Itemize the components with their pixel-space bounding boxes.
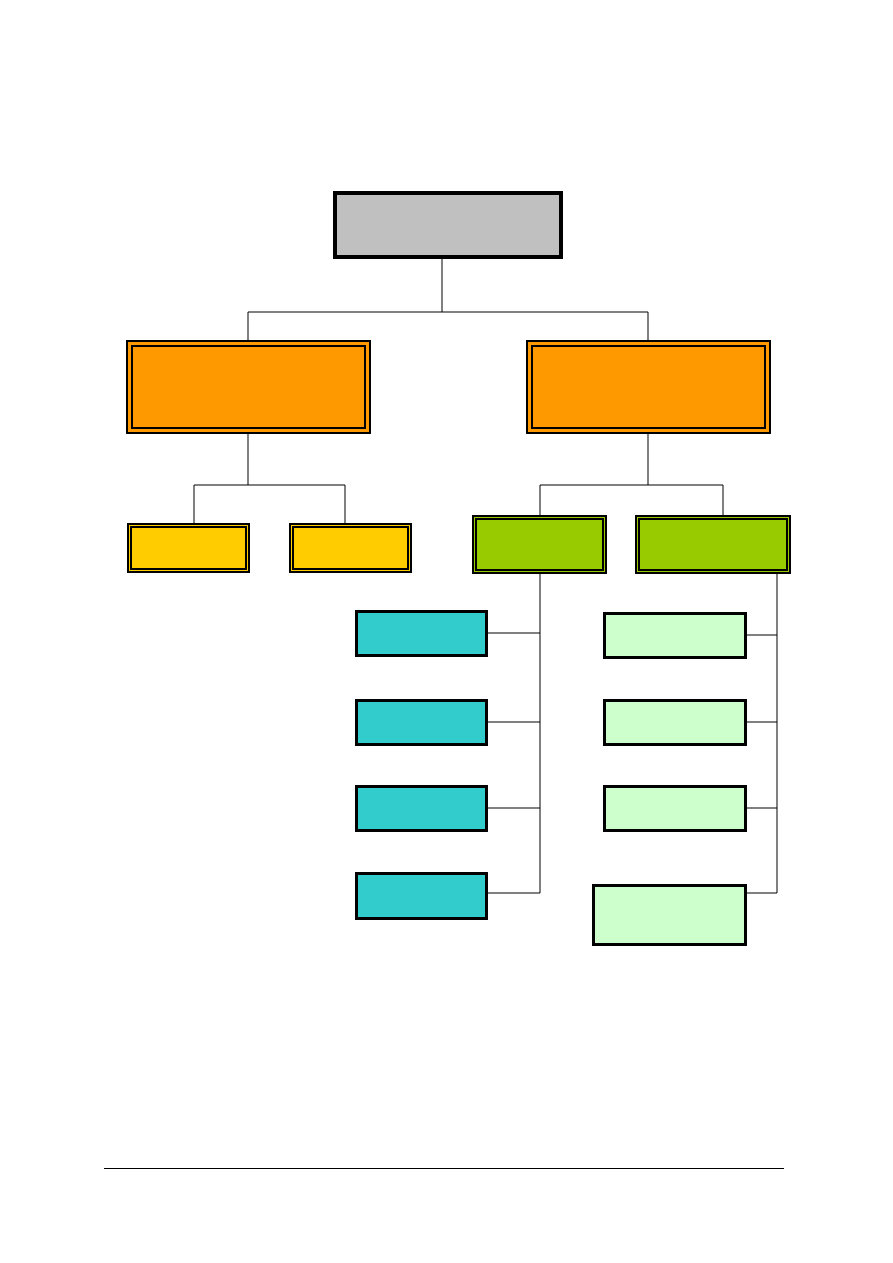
branch-right-node xyxy=(526,340,771,434)
mint-leaf-2-label xyxy=(669,721,681,725)
teal-leaf-1 xyxy=(355,610,488,657)
yellow-node-2-label xyxy=(345,546,357,550)
mint-leaf-3 xyxy=(603,785,747,832)
green-node-2 xyxy=(635,515,791,574)
footer-rule xyxy=(104,1168,784,1169)
teal-leaf-2 xyxy=(355,699,488,746)
teal-leaf-3 xyxy=(355,785,488,832)
green-node-2-label xyxy=(707,543,719,547)
teal-leaf-1-label xyxy=(416,632,428,636)
branch-left-label xyxy=(243,385,255,389)
yellow-node-2 xyxy=(289,523,412,573)
branch-right-label xyxy=(643,385,655,389)
teal-leaf-3-label xyxy=(416,807,428,811)
mint-leaf-4-label xyxy=(664,913,676,917)
teal-leaf-2-label xyxy=(416,721,428,725)
yellow-node-1 xyxy=(127,523,250,573)
green-node-1-label xyxy=(534,543,546,547)
branch-left-node xyxy=(126,340,371,434)
root-node-label xyxy=(442,223,454,227)
yellow-node-1-label xyxy=(183,546,195,550)
teal-leaf-4-label xyxy=(416,894,428,898)
root-node xyxy=(333,191,563,259)
mint-leaf-4 xyxy=(592,884,747,946)
mint-leaf-3-label xyxy=(669,807,681,811)
teal-leaf-4 xyxy=(355,872,488,920)
green-node-1 xyxy=(472,515,607,574)
mint-leaf-1 xyxy=(603,612,747,659)
mint-leaf-2 xyxy=(603,699,747,746)
mint-leaf-1-label xyxy=(669,634,681,638)
